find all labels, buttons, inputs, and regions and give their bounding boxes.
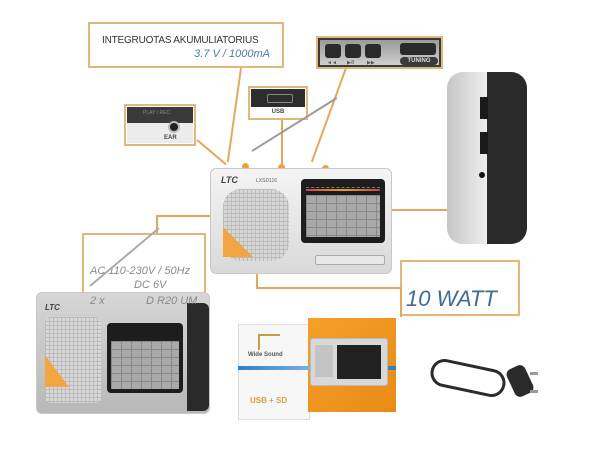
connector-line [385,209,447,211]
side-switch[interactable] [480,97,488,119]
brand-logo: LTC [221,175,238,185]
radio-side-view [447,72,527,244]
tuning-slider[interactable] [315,255,385,265]
radio-angled-view: LTC [36,292,210,414]
earphone-callout-label: EAR [164,135,177,141]
box-brand: Wide Sound [248,352,283,358]
band-display [107,323,183,393]
connector-line [400,287,402,317]
connector-line [256,287,400,289]
battery-callout-title: INTEGRUOTAS AKUMULIATORIUS [102,35,259,46]
box-logo [258,334,280,350]
fast-forward-button[interactable] [365,44,381,58]
plug-icon [504,363,536,399]
earphone-callout: PLAY / REC EAR [124,104,196,146]
battery-callout-spec: 3.7 V / 1000mA [194,48,270,60]
callout-anchor-dot [242,163,249,170]
connector-line [310,67,347,163]
dc-spec: DC 6V [134,279,167,291]
brand-logo: LTC [45,303,60,312]
gift-box: Wide Sound USB + SD [238,318,398,420]
dc-jack [479,172,485,178]
usb-callout-label: USB [271,109,285,115]
ac-spec: AC 110-230V / 50Hz [90,265,191,277]
speaker-grille [223,189,289,261]
connector-line [196,139,227,166]
play-pause-button[interactable] [345,44,361,58]
box-features: USB + SD [250,396,288,405]
play-pause-button-label: ▶/‖ [347,60,355,66]
connector-line [226,67,242,163]
rewind-button[interactable] [325,44,341,58]
battery-type: D R20 UM [146,295,198,307]
band-display [301,179,385,243]
usb-callout: USB [248,86,308,120]
play-rec-label: PLAY / REC [143,110,171,116]
rewind-button-label: ◄◄ [327,60,337,66]
tuning-wheel[interactable] [400,43,436,55]
callout-anchor-dot [278,164,285,171]
box-radio-image [310,338,388,386]
controls-callout: ◄◄ ▶/‖ ▶▶ TUNING [316,36,443,69]
warning-label [223,227,253,257]
connector-line [156,215,214,217]
model-label: LXSD116 [256,178,278,184]
battery-callout: INTEGRUOTAS AKUMULIATORIUS 3.7 V / 1000m… [88,22,284,68]
radio-front-view: LTC LXSD116 [210,168,392,274]
side-switch[interactable] [480,132,488,154]
tuning-label: TUNING [400,57,438,65]
fast-forward-button-label: ▶▶ [367,60,375,66]
battery-qty: 2 x [90,295,105,307]
connector-line [281,118,283,168]
warning-label [45,355,69,387]
earphone-jack-icon [168,121,180,133]
power-output-callout: 10 WATT [400,260,520,316]
power-output-label: 10 WATT [406,286,497,311]
power-cord [427,356,540,406]
connector-line [156,215,158,233]
usb-port-icon [267,94,293,103]
